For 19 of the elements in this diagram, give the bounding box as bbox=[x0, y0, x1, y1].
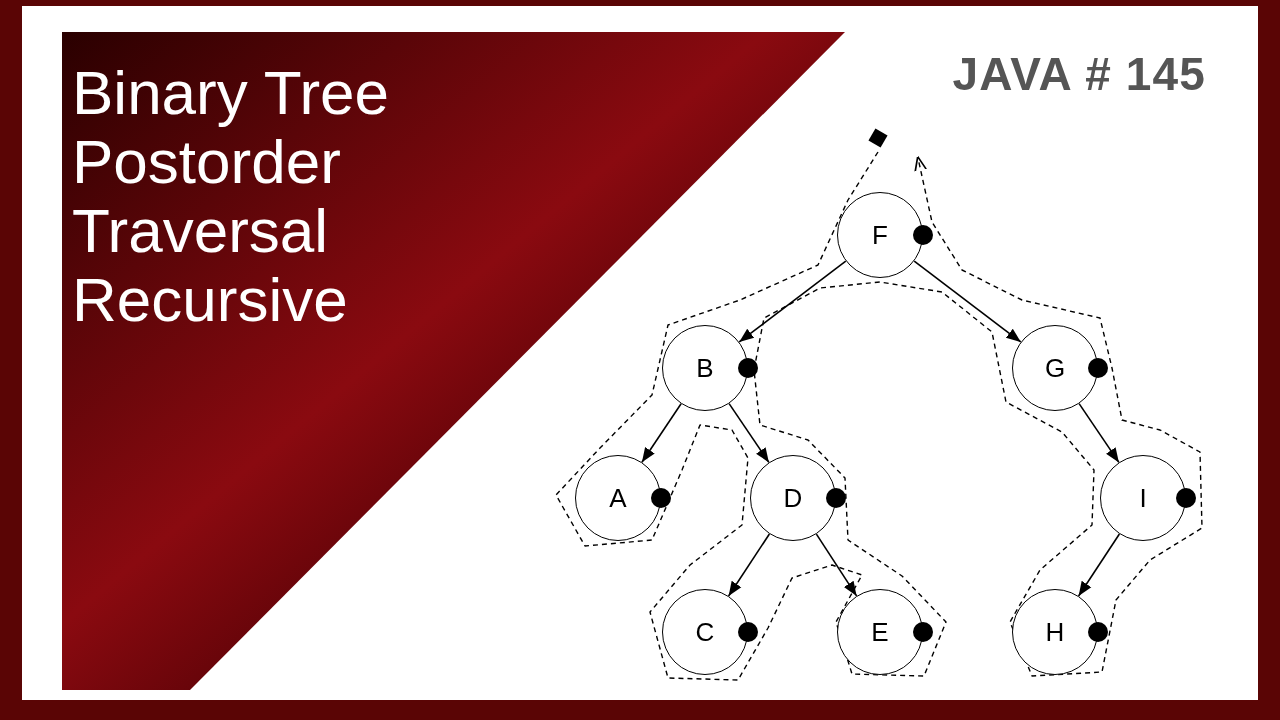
episode-label: JAVA # 145 bbox=[952, 47, 1206, 102]
node-letter: E bbox=[871, 615, 889, 649]
arrow bbox=[913, 260, 1022, 343]
node-letter: H bbox=[1045, 615, 1065, 649]
title: Binary Tree Postorder Traversal Recursive bbox=[72, 58, 391, 334]
node-letter: B bbox=[696, 351, 714, 385]
arrow bbox=[815, 533, 858, 597]
node-letter: G bbox=[1044, 351, 1066, 385]
node-letter: F bbox=[872, 218, 888, 252]
arrow bbox=[728, 402, 770, 464]
arrow bbox=[641, 402, 682, 464]
node-letter: I bbox=[1139, 481, 1147, 515]
arrow bbox=[738, 260, 847, 343]
arrow bbox=[1077, 533, 1121, 597]
arrow bbox=[1078, 402, 1120, 464]
node-letter: A bbox=[609, 481, 627, 515]
arrow bbox=[727, 533, 771, 597]
node-letter: D bbox=[783, 481, 803, 515]
node-letter: C bbox=[695, 615, 715, 649]
